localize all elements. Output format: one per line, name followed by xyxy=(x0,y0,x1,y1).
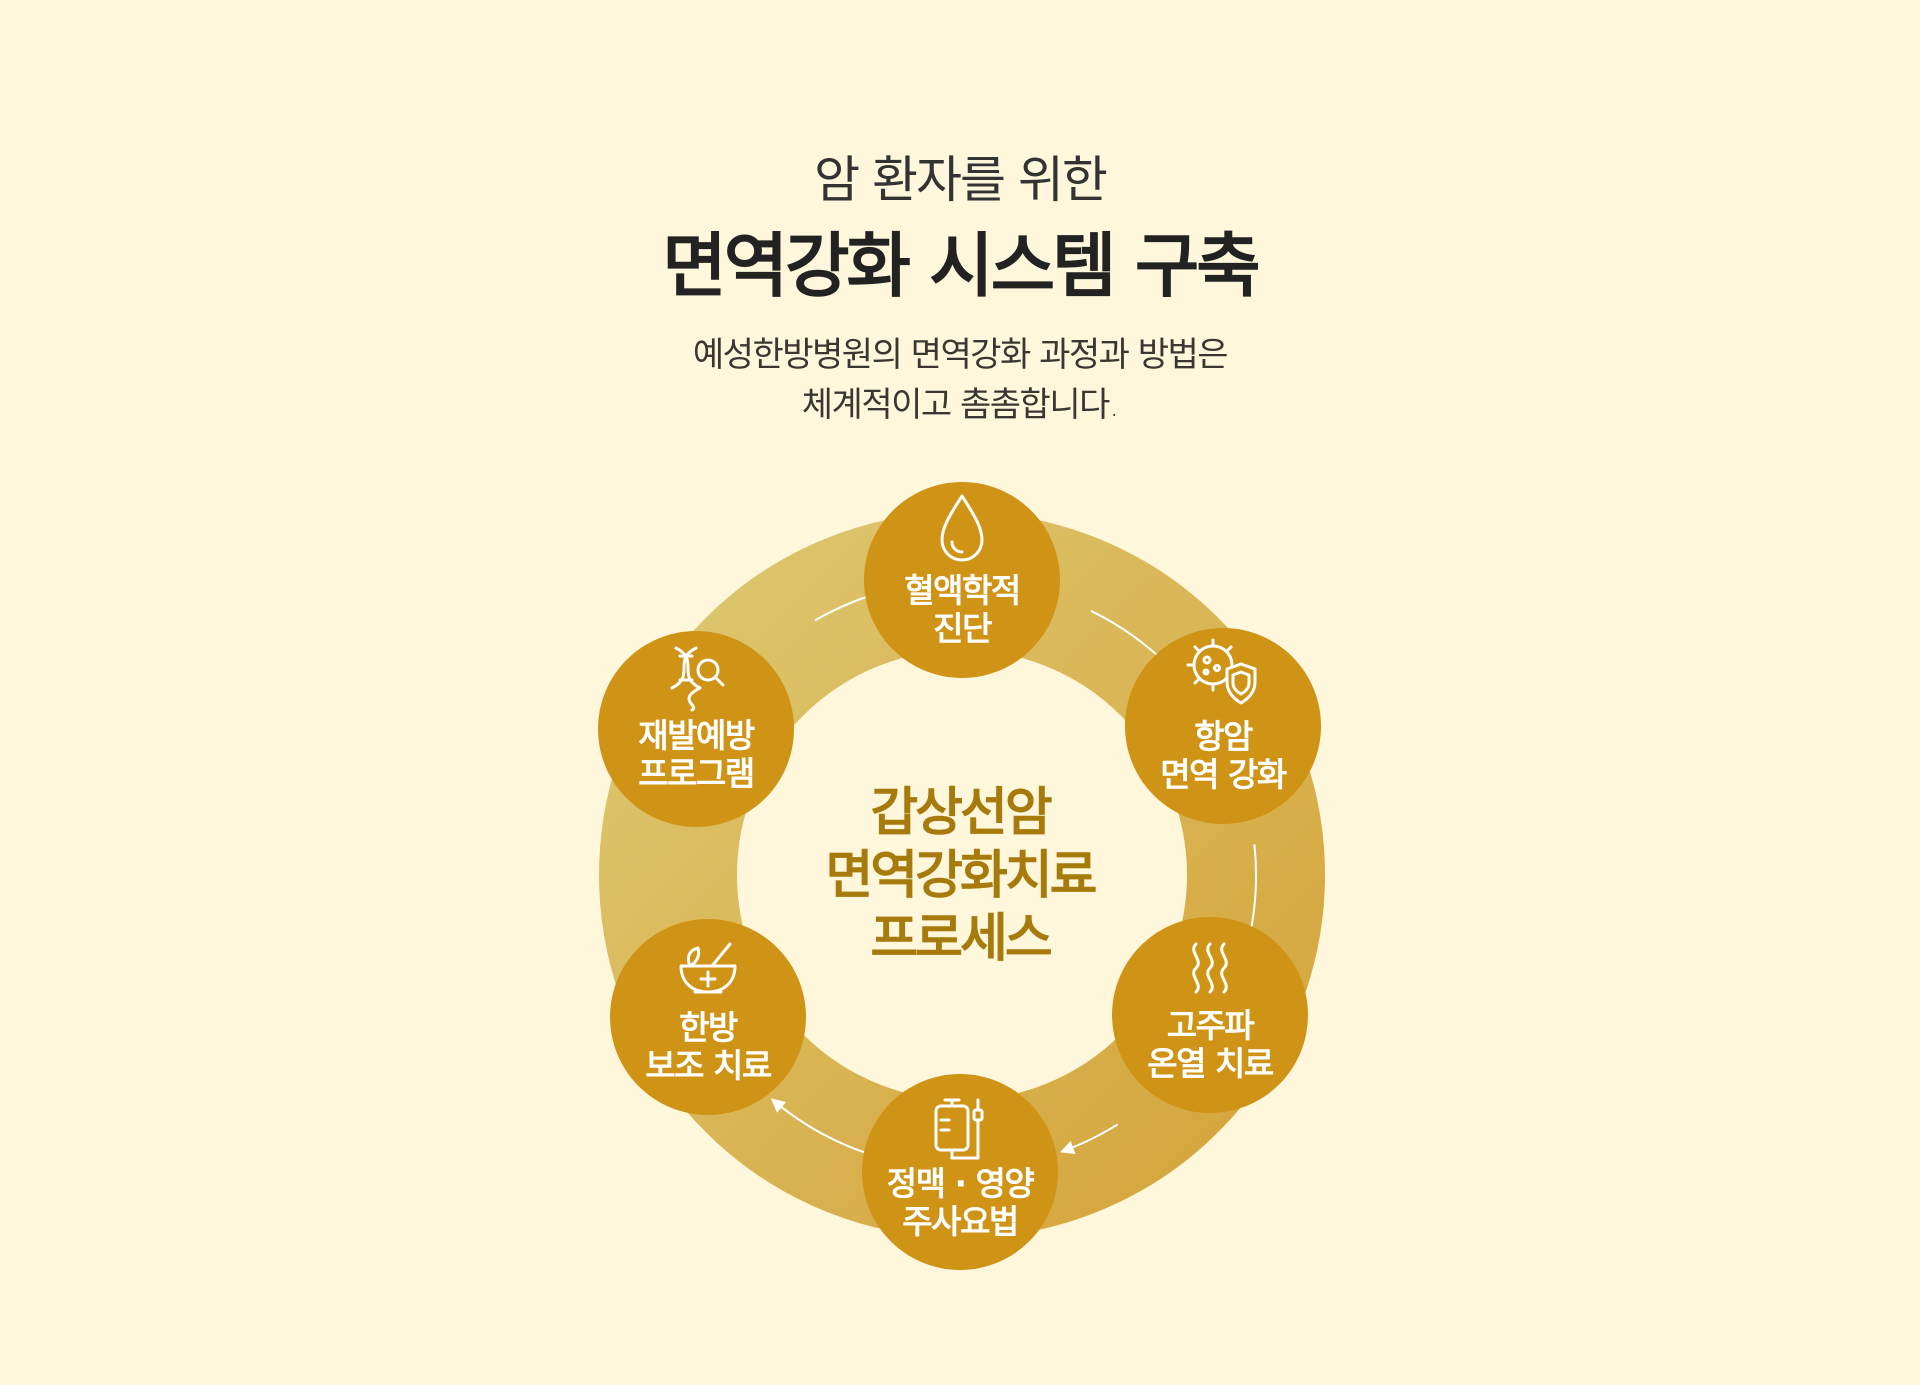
drop-icon xyxy=(940,494,984,562)
node-label-line: 온열 치료 xyxy=(1147,1044,1274,1083)
node-label-line: 진단 xyxy=(933,609,992,648)
node-blood-diagnosis: 혈액학적 진단 xyxy=(864,482,1060,678)
node-iv-therapy: 정맥 · 영양 주사요법 xyxy=(862,1074,1058,1270)
virus-shield-icon xyxy=(1186,638,1257,705)
node-label-line: 재발예방 xyxy=(638,716,755,755)
center-label-line: 프로세스 xyxy=(870,909,1052,969)
node-label-line: 프로그램 xyxy=(638,754,753,793)
node-label-line: 한방 xyxy=(679,1008,738,1047)
page-title: 면역강화 시스템 구축 xyxy=(662,225,1260,307)
node-label-line: 고주파 xyxy=(1167,1006,1256,1045)
node-label-line: 주사요법 xyxy=(902,1202,1017,1241)
center-label: 갑상선암 면역강화치료 프로세스 xyxy=(825,783,1099,969)
center-label-line: 갑상선암 xyxy=(870,783,1052,843)
node-recurrence-prevention: 재발예방 프로그램 xyxy=(598,631,794,827)
node-label-line: 혈액학적 xyxy=(904,571,1019,610)
node-label-line: 정맥 · 영양 xyxy=(887,1164,1035,1203)
node-hyperthermia: 고주파 온열 치료 xyxy=(1112,917,1308,1113)
page-subtitle: 암 환자를 위한 xyxy=(814,151,1108,209)
node-label-line: 보조 치료 xyxy=(645,1046,772,1085)
cycle-arrow xyxy=(1059,1123,1119,1155)
dna-search-icon xyxy=(670,646,725,712)
node-anticancer-immunity: 항암 면역 강화 xyxy=(1125,628,1321,824)
node-label-line: 면역 강화 xyxy=(1160,755,1287,794)
center-label-line: 면역강화치료 xyxy=(825,846,1096,906)
description-line: 체계적이고 촘촘합니다. xyxy=(801,385,1120,425)
page-description: 예성한방병원의 면역강화 과정과 방법은 체계적이고 촘촘합니다. xyxy=(0,330,1920,430)
node-herbal-support: 한방 보조 치료 xyxy=(610,919,806,1115)
herbal-mortar-icon xyxy=(679,942,737,994)
description-line: 예성한방병원의 면역강화 과정과 방법은 xyxy=(692,335,1229,375)
iv-bag-icon xyxy=(934,1098,984,1160)
heat-waves-icon xyxy=(1192,942,1228,994)
node-label-line: 항암 xyxy=(1194,717,1253,756)
